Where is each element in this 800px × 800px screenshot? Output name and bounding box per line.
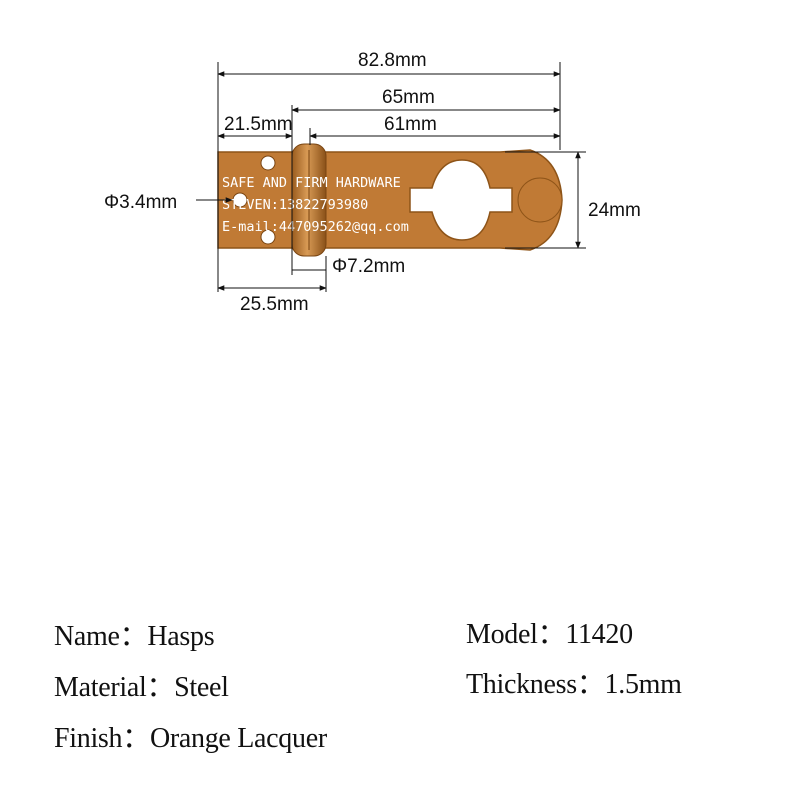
staple-slot bbox=[409, 159, 513, 241]
spec-model: Model：11420 bbox=[466, 612, 633, 652]
dim-hinge-to-end: 65mm bbox=[382, 87, 435, 108]
dim-height: 24mm bbox=[588, 200, 641, 221]
spec-material-label: Material： bbox=[54, 672, 175, 703]
hasp-part: SAFE AND FIRM HARDWARE STEVEN:1382279398… bbox=[217, 143, 563, 257]
spec-model-label: Model： bbox=[466, 619, 566, 650]
hasp-tip-round bbox=[517, 177, 563, 223]
dim-hole-diameter: Φ3.4mm bbox=[104, 192, 177, 213]
screw-hole-middle bbox=[232, 192, 248, 208]
spec-finish-label: Finish： bbox=[54, 723, 150, 754]
dim-after-hinge: 61mm bbox=[384, 114, 437, 135]
dim-leaf-width: 21.5mm bbox=[224, 114, 293, 135]
watermark-line3: E-mail:447095262@qq.com bbox=[222, 219, 409, 235]
screw-hole-bottom bbox=[260, 229, 276, 245]
spec-name: Name：Hasps bbox=[54, 614, 215, 654]
watermark-line1: SAFE AND FIRM HARDWARE bbox=[222, 175, 401, 191]
spec-name-value: Hasps bbox=[147, 621, 215, 652]
dim-overall-length: 82.8mm bbox=[358, 50, 427, 71]
watermark-line2: STEVEN:13822793980 bbox=[222, 197, 368, 213]
spec-model-value: 11420 bbox=[565, 619, 633, 650]
dimension-lines bbox=[196, 71, 581, 291]
dim-base-length: 25.5mm bbox=[240, 294, 309, 315]
dim-pin-diameter: Φ7.2mm bbox=[332, 256, 405, 277]
screw-hole-top bbox=[260, 155, 276, 171]
spec-material: Material：Steel bbox=[54, 665, 229, 705]
spec-finish: Finish：Orange Lacquer bbox=[54, 716, 327, 756]
spec-thickness-value: 1.5mm bbox=[604, 669, 682, 700]
spec-material-value: Steel bbox=[174, 672, 229, 703]
spec-thickness-label: Thickness： bbox=[466, 669, 605, 700]
spec-thickness: Thickness：1.5mm bbox=[466, 662, 682, 702]
spec-name-label: Name： bbox=[54, 621, 148, 652]
spec-finish-value: Orange Lacquer bbox=[149, 723, 327, 754]
